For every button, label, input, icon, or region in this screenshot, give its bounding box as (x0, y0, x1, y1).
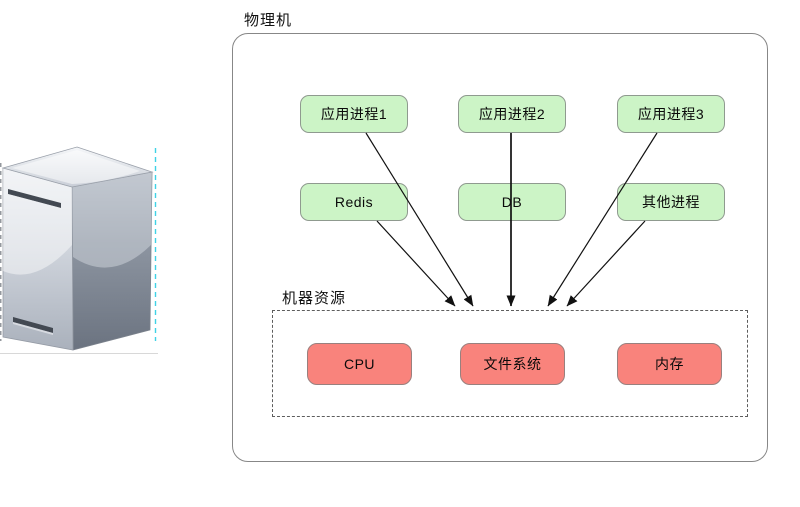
server-image[interactable] (0, 145, 160, 355)
node-label: 应用进程1 (320, 106, 388, 122)
node-label: 应用进程2 (478, 106, 546, 122)
node-app-process-2[interactable]: 应用进程2 (458, 95, 566, 133)
server-vent-slot-top (8, 189, 61, 208)
node-label: 应用进程3 (637, 106, 705, 122)
node-cpu[interactable]: CPU (307, 343, 412, 385)
node-label: 其他进程 (642, 194, 700, 210)
node-label: Redis (334, 194, 374, 210)
physical-machine-title: 物理机 (244, 12, 293, 29)
node-label: DB (501, 194, 523, 210)
node-db[interactable]: DB (458, 183, 566, 221)
machine-resources-group[interactable] (272, 310, 748, 417)
node-other-process[interactable]: 其他进程 (617, 183, 725, 221)
node-app-process-1[interactable]: 应用进程1 (300, 95, 408, 133)
node-file-system[interactable]: 文件系统 (460, 343, 565, 385)
node-memory[interactable]: 内存 (617, 343, 722, 385)
node-label: 内存 (655, 356, 684, 372)
node-redis[interactable]: Redis (300, 183, 408, 221)
node-app-process-3[interactable]: 应用进程3 (617, 95, 725, 133)
node-label: 文件系统 (483, 356, 542, 372)
node-label: CPU (343, 356, 376, 372)
server-vent-slot-bottom (13, 317, 53, 333)
server-tower-illustration (1, 146, 154, 351)
machine-resources-label: 机器资源 (282, 290, 347, 307)
